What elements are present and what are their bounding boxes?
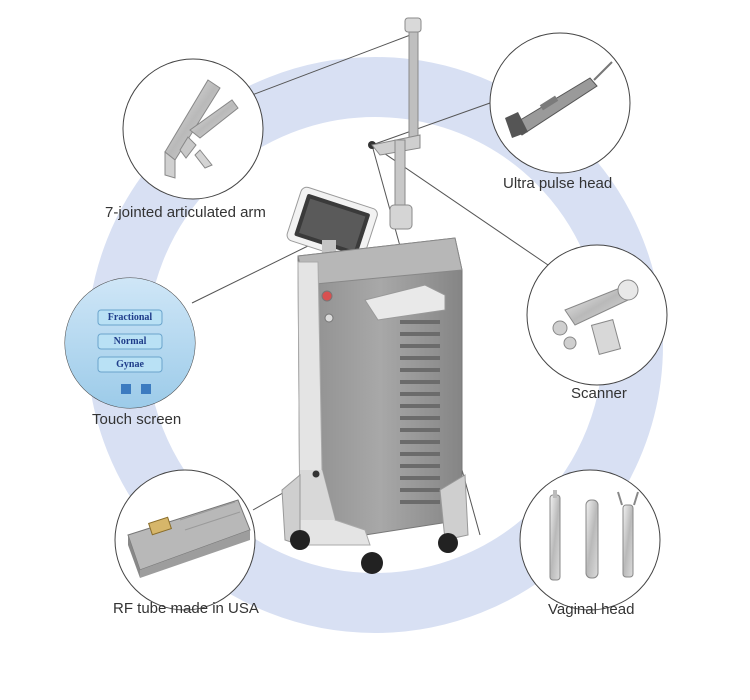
callout-rf-circle [114, 469, 256, 611]
label-vaginal-head: Vaginal head [548, 601, 635, 618]
label-scanner: Scanner [571, 385, 627, 402]
touch-button-normal: Normal [113, 336, 147, 347]
label-touch-screen: Touch screen [92, 411, 182, 428]
callout-pulse-circle [489, 32, 631, 174]
callout-arm-circle [122, 58, 264, 200]
label-articulated-arm: 7-jointed articulated arm [105, 204, 266, 221]
label-ultra-pulse-head: Ultra pulse head [503, 175, 613, 192]
label-rf-tube: RF tube made in USA [113, 600, 259, 617]
touch-button-gynae: Gynae [116, 359, 144, 370]
callout-vaginal-circle [519, 469, 661, 611]
touch-button-fractional: Fractional [107, 312, 153, 323]
laser-machine [281, 17, 469, 574]
callout-scanner-circle [526, 244, 668, 386]
callout-touch-circle [64, 277, 196, 409]
